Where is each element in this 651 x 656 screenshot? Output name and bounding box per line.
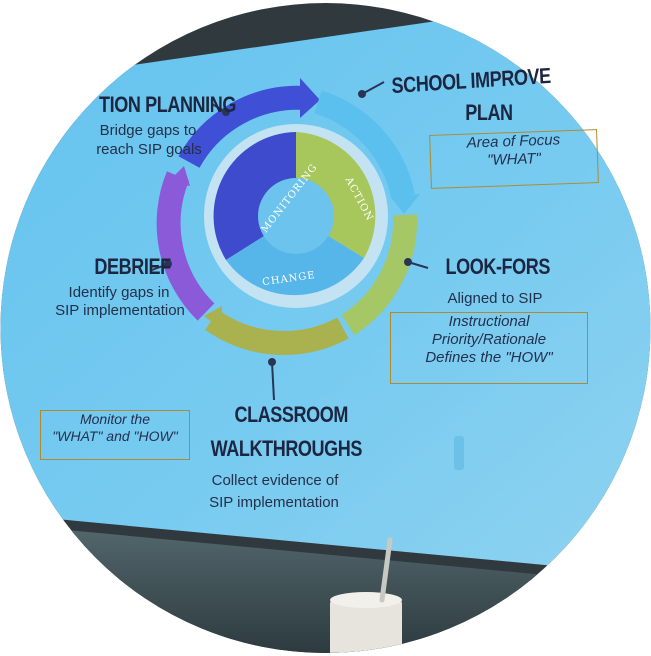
outer-cycle-ring bbox=[156, 78, 420, 355]
node-action-planning-text-1: Bridge gaps to bbox=[99, 122, 197, 139]
node-look-fors-text: Aligned to SIP bbox=[447, 290, 543, 307]
node-walkthroughs-text-2: SIP implementation bbox=[209, 494, 339, 511]
node-debrief-text-1: Identify gaps in bbox=[68, 284, 170, 301]
inner-cycle bbox=[204, 124, 388, 308]
node-look-fors-box-line-3: Defines the "HOW" bbox=[425, 349, 553, 366]
node-walkthroughs-title-2: WALKTHROUGHS bbox=[210, 436, 363, 461]
node-action-planning-text-2: reach SIP goals bbox=[96, 141, 202, 158]
connector-lines bbox=[151, 81, 429, 401]
node-walkthroughs-text-1: Collect evidence of bbox=[211, 472, 339, 489]
node-walkthroughs-title-1: CLASSROOM bbox=[234, 402, 349, 427]
node-look-fors-box: Instructional Priority/Rationale Defines… bbox=[390, 312, 588, 384]
node-sip-title-2: PLAN bbox=[465, 100, 513, 125]
node-look-fors-box-line-2: Priority/Rationale bbox=[431, 331, 547, 348]
monitor-box-line-2: "WHAT" and "HOW" bbox=[52, 427, 178, 444]
node-sip-box: Area of Focus "WHAT" bbox=[429, 129, 599, 189]
node-action-planning-title: TION PLANNING bbox=[99, 92, 237, 117]
wall-switch bbox=[454, 436, 464, 470]
node-look-fors-box-line-1: Instructional bbox=[448, 313, 530, 330]
node-debrief-text-2: SIP implementation bbox=[55, 302, 185, 319]
monitor-box: Monitor the "WHAT" and "HOW" bbox=[40, 410, 190, 460]
node-debrief-title: DEBRIEF bbox=[94, 254, 171, 279]
monitor-box-line-1: Monitor the bbox=[79, 411, 151, 427]
node-look-fors-title: LOOK-FORS bbox=[445, 254, 551, 279]
